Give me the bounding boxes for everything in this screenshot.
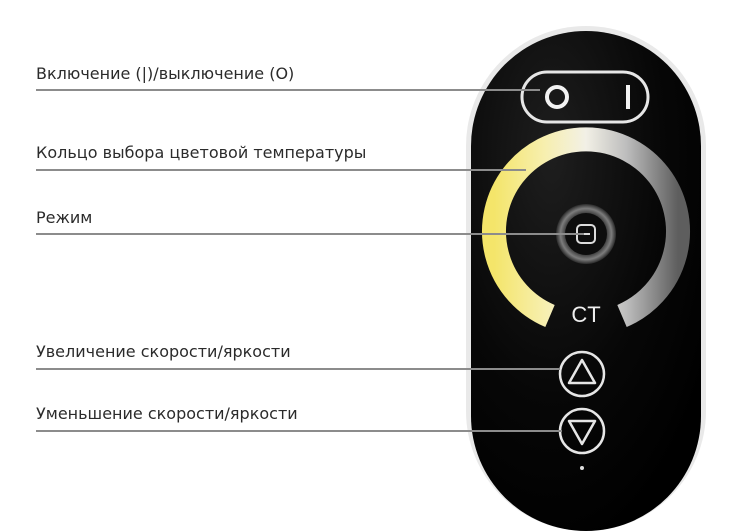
ring-label: CT (571, 302, 600, 327)
color-temperature-ring[interactable] (482, 127, 690, 328)
indicator-led (580, 466, 584, 470)
callout-down-line (36, 430, 562, 432)
power-off-icon (545, 85, 569, 109)
power-on-icon (626, 85, 630, 109)
callout-up-line (36, 368, 560, 370)
callout-ring-label: Кольцо выбора цветовой температуры (36, 143, 367, 162)
callout-down-label: Уменьшение скорости/яркости (36, 404, 298, 423)
triangle-up-icon (567, 358, 597, 385)
callout-power-label: Включение (|)/выключение (О) (36, 64, 295, 83)
callout-ring-line (36, 169, 526, 171)
power-switch[interactable] (520, 70, 650, 124)
callout-mode-line (36, 233, 584, 235)
triangle-down-icon (567, 419, 597, 446)
brightness-up-button[interactable] (558, 350, 606, 398)
callout-mode-label: Режим (36, 208, 93, 227)
callout-power-line (36, 89, 540, 91)
callout-up-label: Увеличение скорости/яркости (36, 342, 291, 361)
